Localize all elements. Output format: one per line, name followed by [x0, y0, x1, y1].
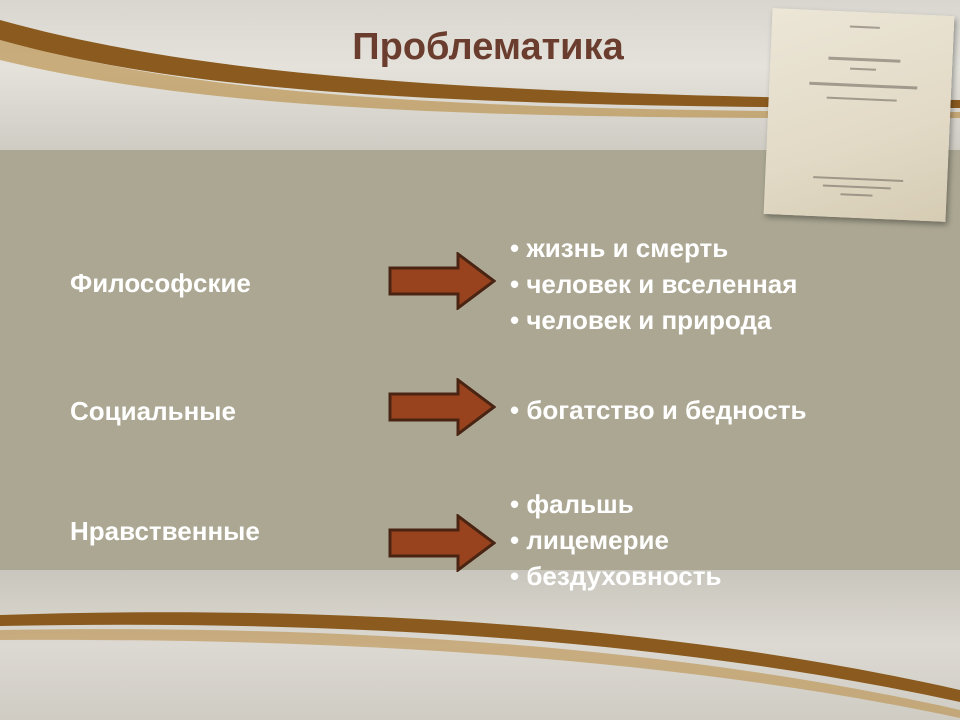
bottom-swoosh-decoration [0, 612, 960, 718]
category-label-social: Социальные [70, 396, 236, 426]
list-item: • жизнь и смерть [510, 233, 729, 263]
arrow-right-icon [388, 252, 496, 310]
category-label-philosophical: Философские [70, 268, 251, 298]
list-item: • бездуховность [510, 561, 722, 591]
list-item: • лицемерие [510, 525, 669, 555]
content-panel [0, 150, 960, 570]
problem-list-moral: • фальшь • лицемерие • бездуховность [510, 486, 721, 594]
problem-list-philosophical: • жизнь и смерть • человек и вселенная •… [510, 230, 797, 338]
list-item: • богатство и бедность [510, 395, 807, 425]
arrow-right-icon [388, 378, 496, 436]
category-label-moral: Нравственные [70, 516, 260, 546]
list-item: • человек и природа [510, 305, 772, 335]
slide-title: Проблематика [352, 26, 624, 68]
arrow-right-icon [388, 514, 496, 572]
book-cover-image [763, 8, 955, 222]
list-item: • фальшь [510, 489, 634, 519]
problem-list-social: • богатство и бедность [510, 392, 807, 428]
list-item: • человек и вселенная [510, 269, 798, 299]
